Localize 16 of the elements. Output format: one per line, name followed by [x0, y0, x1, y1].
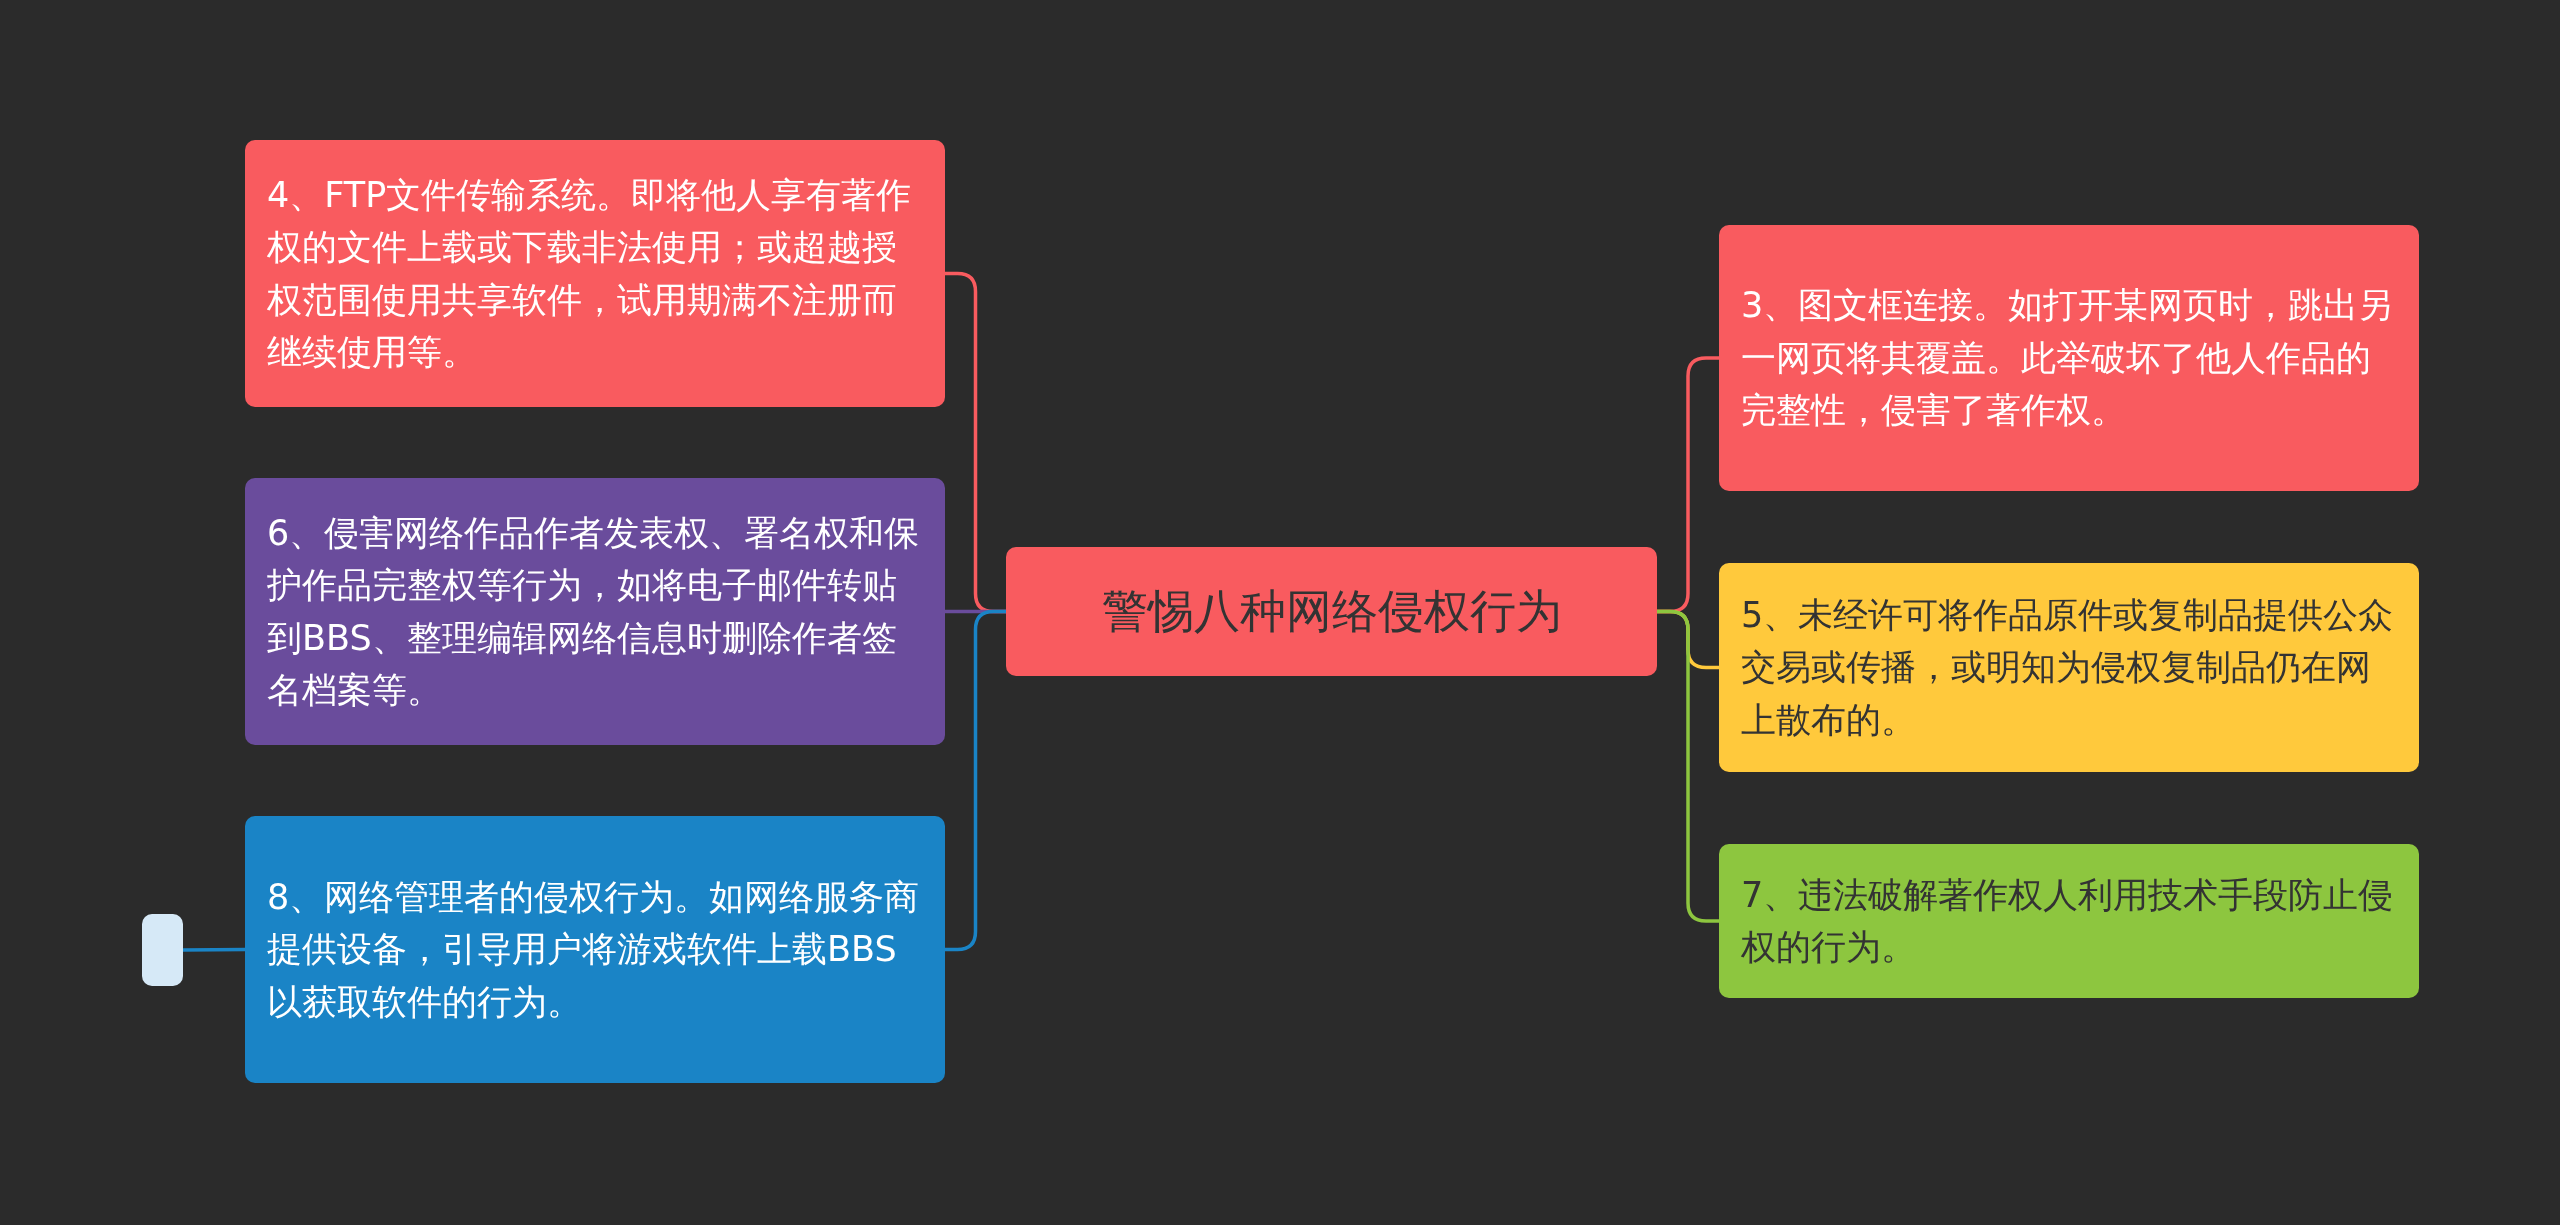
- topic-box: [1719, 225, 2419, 491]
- topic-box: [1719, 844, 2419, 998]
- topic-box: [245, 816, 945, 1083]
- central-topic-box: [1006, 547, 1657, 676]
- topic-box: [245, 478, 945, 745]
- topic-text: 8、网络管理者的侵权行为。如网络服务商提供设备，引导用户将游戏软件上载BBS以获取软件的行为。: [267, 875, 921, 1024]
- topic-text: 4、FTP文件传输系统。即将他人享有著作权的文件上载或下载非法使用；或超越授权范围使用共享软件，试用期满不注册而继续使用等。: [267, 173, 913, 374]
- empty-box: [142, 914, 183, 986]
- topic-text: 警惕八种网络侵权行为: [1101, 583, 1562, 640]
- topic-text: 6、侵害网络作品作者发表权、署名权和保护作品完整权等行为，如将电子邮件转贴到BBS、整理编辑网络信息时删除作者签名档案等。: [267, 511, 921, 712]
- topic-text: 7、违法破解著作权人利用技术手段防止侵权的行为。: [1741, 873, 2395, 969]
- topic-box: [1719, 563, 2419, 772]
- topic-box: [245, 140, 945, 407]
- connector-line: [183, 947, 245, 952]
- topic-text: 5、未经许可将作品原件或复制品提供公众交易或传播，或明知为侵权复制品仍在网上散布的。: [1741, 593, 2395, 742]
- topic-text: 3、图文框连接。如打开某网页时，跳出另一网页将其覆盖。此举破坏了他人作品的完整性，侵害了著作权。: [1741, 284, 2395, 433]
